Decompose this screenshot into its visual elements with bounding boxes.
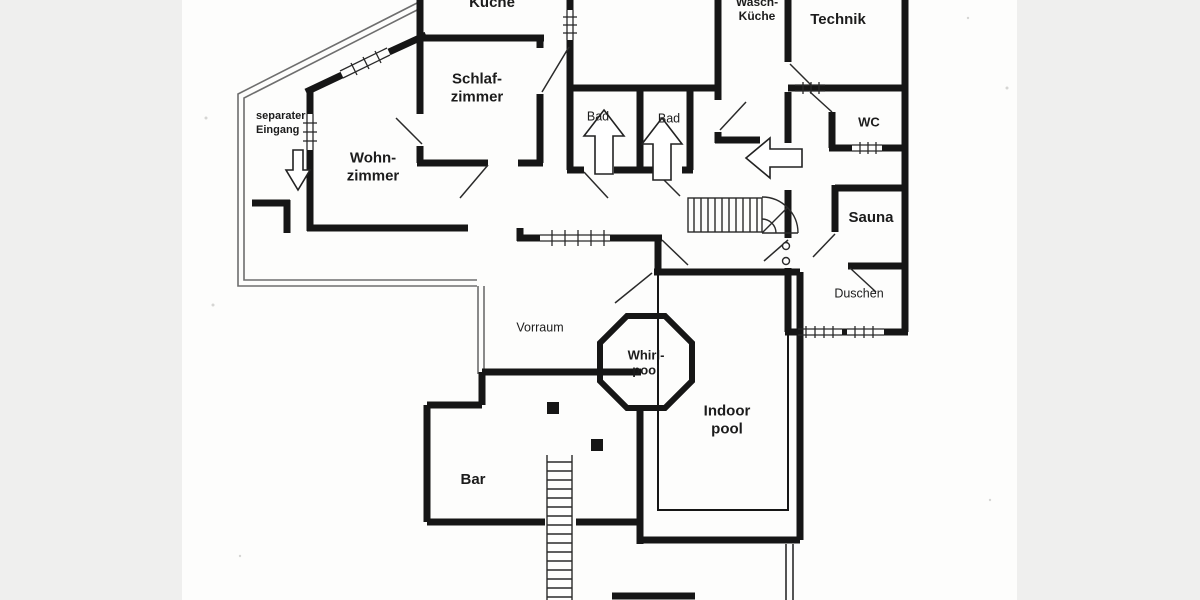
- bar-columns: [547, 402, 603, 451]
- room-label-kueche: Küche: [469, 0, 515, 12]
- room-label-bad-1: Bad: [586, 109, 610, 124]
- hall-arrow-icon: [744, 136, 803, 180]
- bad-arrow-icon-2: [640, 116, 684, 181]
- room-label-bar: Bar: [460, 471, 486, 489]
- pool-basin: [657, 273, 789, 511]
- window-kueche-right: [563, 10, 577, 40]
- windows: [303, 10, 884, 338]
- room-label-indoor-pool: Indoor pool: [703, 402, 751, 437]
- stairs-upper: [687, 196, 799, 234]
- window-vorraum-top: [540, 230, 610, 246]
- entry-steps: [252, 199, 291, 233]
- room-label-wc: WC: [858, 114, 880, 130]
- room-label-bad-2: Bad: [657, 111, 681, 126]
- stairs-lower: [546, 455, 573, 600]
- window-duschen-2: [847, 326, 884, 338]
- room-label-whirlpool: Whirl- pool: [627, 347, 665, 378]
- window-wc: [852, 142, 882, 154]
- bad-arrow-icon-1: [582, 108, 626, 175]
- pool-lower-rails: [785, 544, 794, 600]
- property-outline: [237, 0, 485, 374]
- room-label-duschen: Duschen: [834, 286, 884, 301]
- walls-thick: [304, 0, 909, 600]
- door-pivot-dots: [781, 241, 791, 266]
- room-label-waschkueche: Wasch- Küche: [735, 0, 779, 23]
- scan-margin-left: [0, 0, 182, 600]
- whirlpool-octagon: [597, 313, 695, 411]
- window-duschen-1: [798, 326, 842, 338]
- room-label-wohnzimmer: Wohn- zimmer: [346, 149, 400, 184]
- room-label-vorraum: Vorraum: [516, 320, 564, 335]
- window-technik: [795, 82, 825, 94]
- annotation-separater-eingang: separater Eingang: [256, 110, 306, 136]
- scan-margin-right: [1017, 0, 1200, 600]
- window-wohnzimmer-left: [303, 114, 317, 150]
- room-label-schlafzimmer: Schlaf- zimmer: [450, 70, 504, 105]
- room-label-technik: Technik: [810, 11, 866, 29]
- scan-speckles: [204, 16, 1009, 558]
- entrance-arrow-icon: [284, 149, 312, 192]
- window-diagonal: [339, 47, 391, 79]
- room-label-sauna: Sauna: [848, 209, 894, 227]
